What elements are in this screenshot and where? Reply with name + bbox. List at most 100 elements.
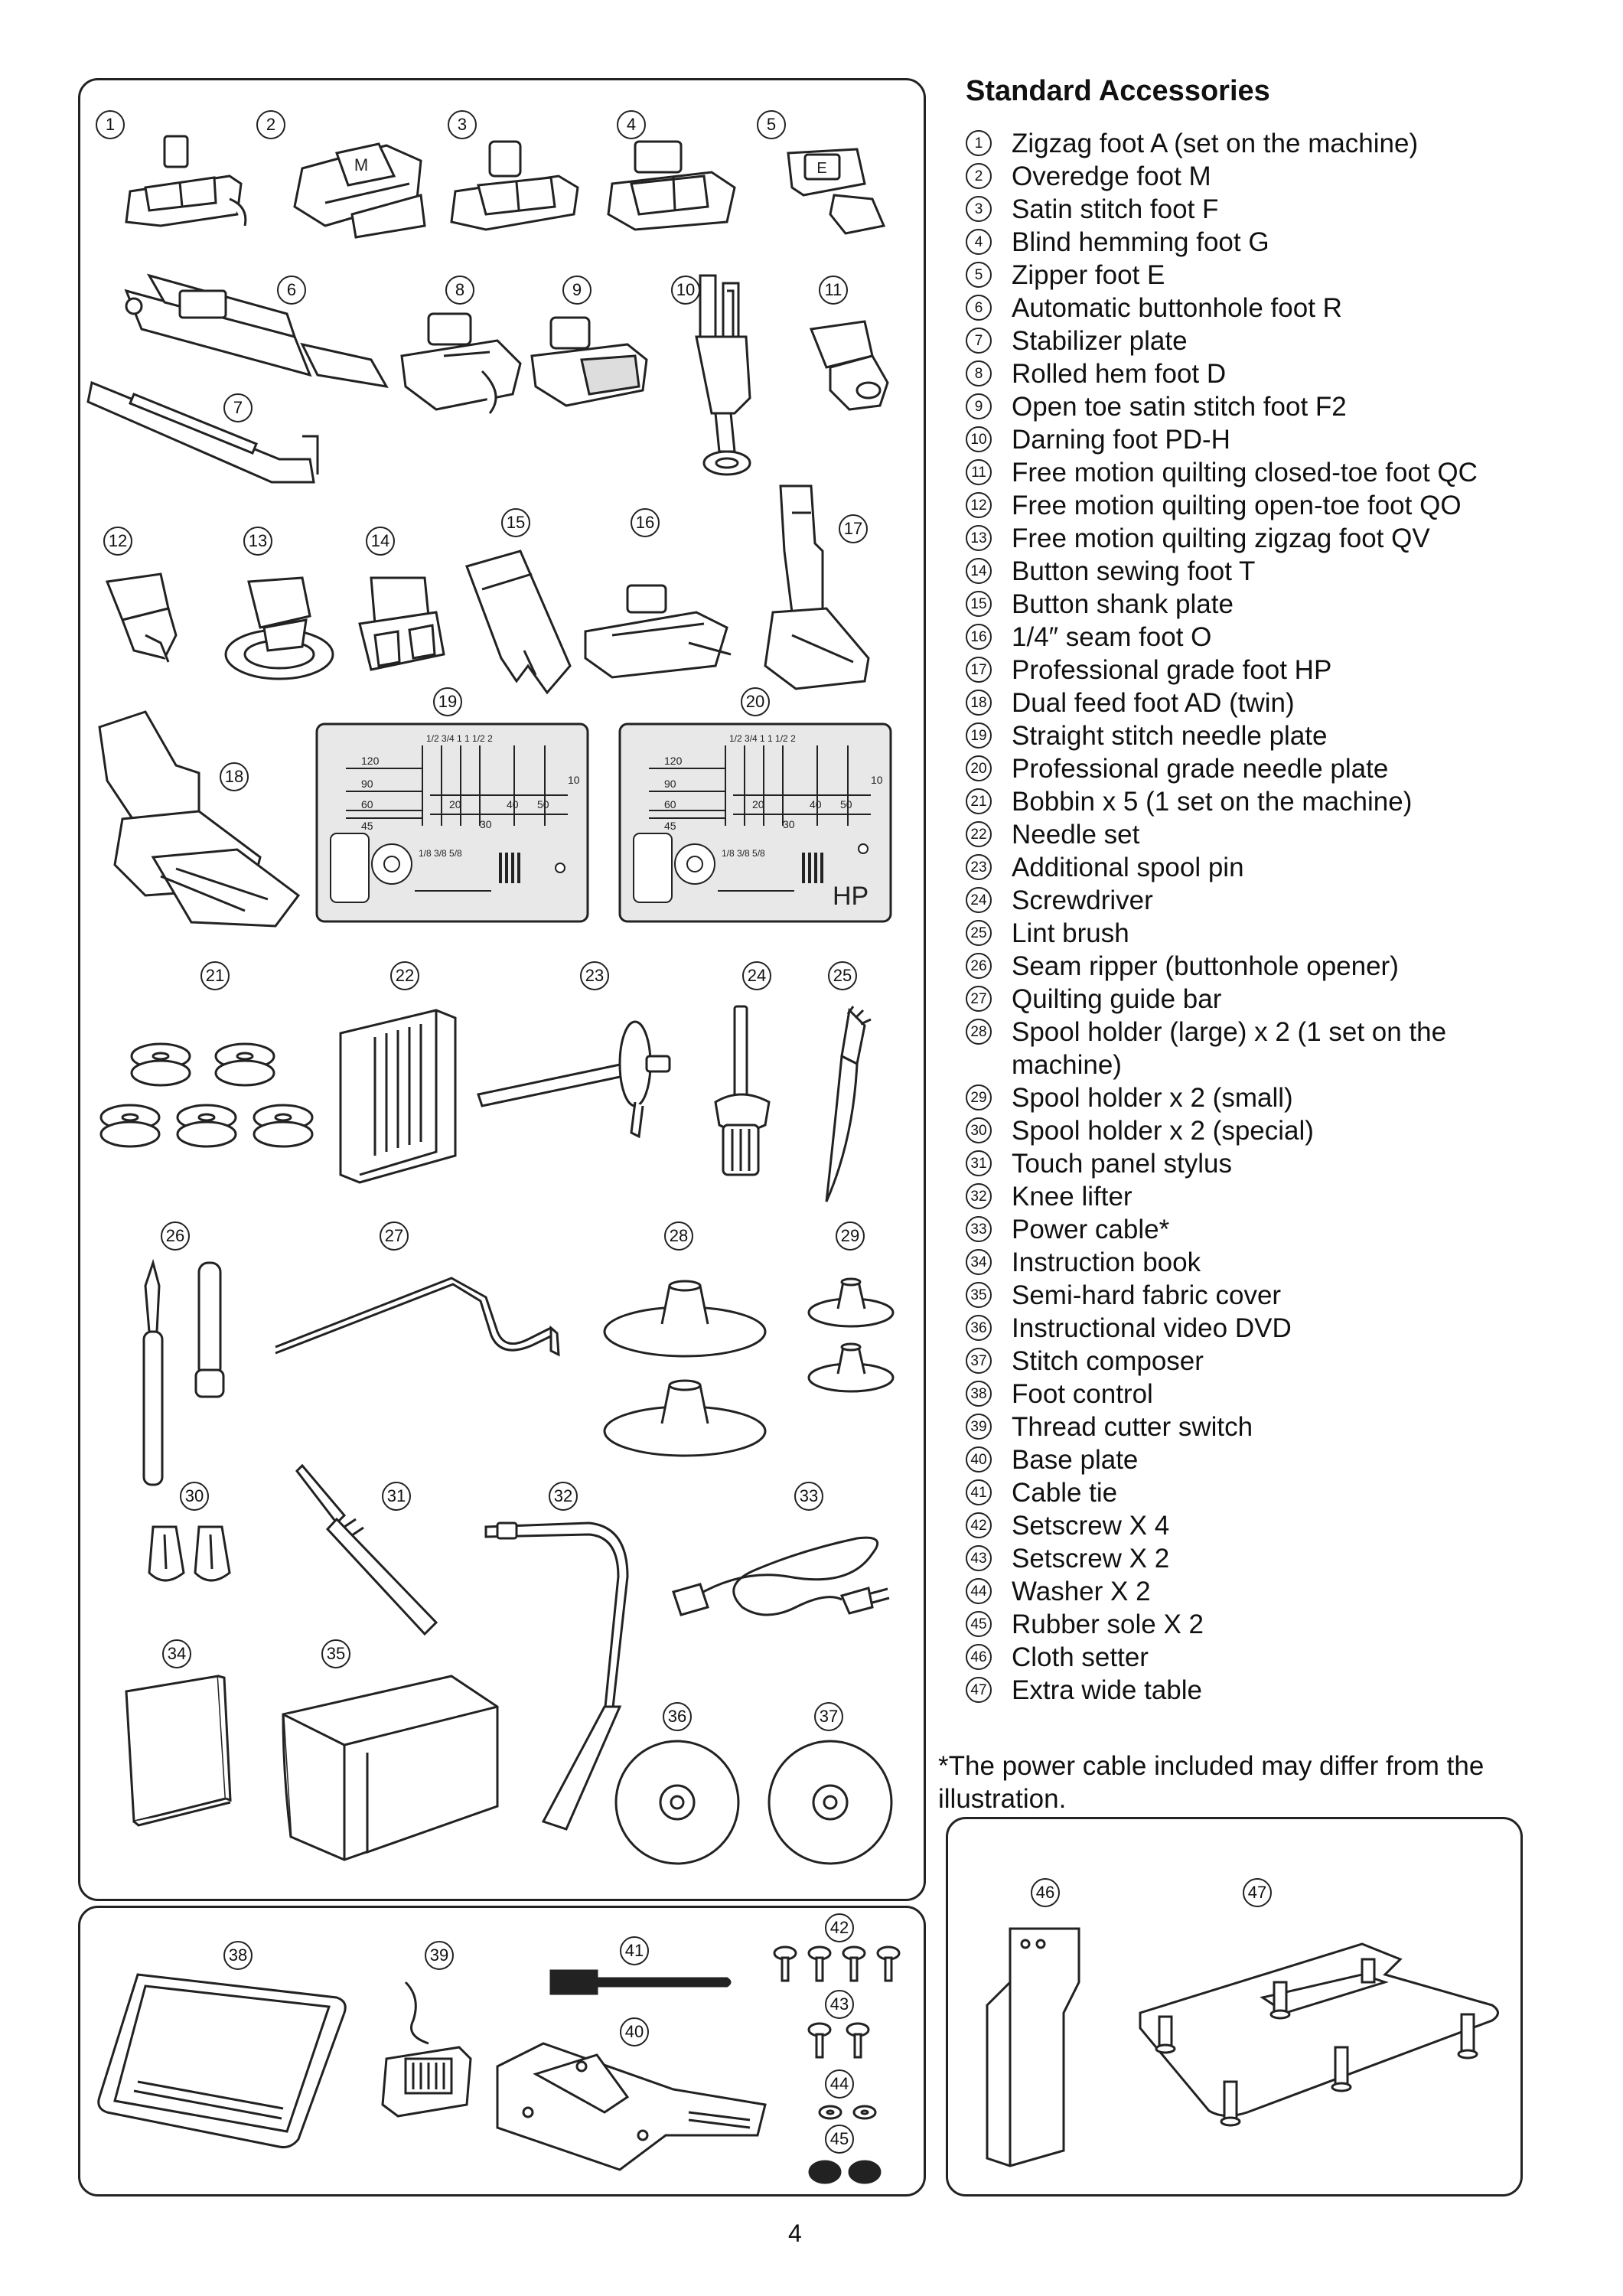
accessory-number: 28 — [966, 1019, 992, 1045]
accessory-number: 34 — [966, 1249, 992, 1275]
accessory-number: 44 — [966, 1578, 992, 1604]
callout-32: 32 — [549, 1482, 578, 1511]
power-cable-illustration — [666, 1523, 903, 1630]
accessory-label: Rubber sole X 2 — [1012, 1609, 1204, 1639]
accessory-number: 40 — [966, 1446, 992, 1473]
accessory-label: Quilting guide bar — [1012, 984, 1222, 1014]
callout-33: 33 — [794, 1482, 823, 1511]
callout-20: 20 — [741, 687, 770, 716]
accessory-item: 6 Automatic buttonhole foot R — [966, 292, 1563, 325]
callout-19: 19 — [433, 687, 462, 716]
page-number: 4 — [788, 2219, 802, 2247]
seam-ripper-illustration — [122, 1255, 245, 1492]
plate-mark-40: 40 — [810, 798, 822, 810]
stabilizer-plate-illustration — [86, 360, 325, 490]
setscrews-x4-illustration — [765, 1944, 911, 1990]
accessory-label: Stitch composer — [1012, 1346, 1204, 1376]
callout-9: 9 — [562, 276, 592, 305]
accessory-number: 19 — [966, 722, 992, 748]
accessory-number: 7 — [966, 328, 992, 354]
callout-29: 29 — [836, 1221, 865, 1251]
rolled-hem-foot-d-illustration — [398, 310, 524, 417]
plate-mark-50: 50 — [840, 798, 852, 810]
accessory-number: 43 — [966, 1545, 992, 1571]
accessory-label: Professional grade foot HP — [1012, 655, 1332, 685]
callout-47: 47 — [1243, 1878, 1272, 1907]
quilting-guide-bar-illustration — [268, 1263, 574, 1378]
spool-holder-small-illustration — [803, 1270, 903, 1408]
accessory-label: Washer X 2 — [1012, 1577, 1151, 1606]
washers-illustration — [811, 2101, 888, 2124]
callout-2: 2 — [256, 110, 285, 139]
overedge-foot-m-illustration: M — [279, 130, 432, 241]
accessory-label: Satin stitch foot F — [1012, 194, 1219, 224]
free-motion-quilting-zigzag-foot-qv-illustration — [222, 570, 344, 685]
callout-34: 34 — [162, 1639, 191, 1668]
foot-control-illustration — [92, 1967, 352, 2151]
accessory-number: 33 — [966, 1216, 992, 1242]
accessory-number: 32 — [966, 1183, 992, 1209]
accessory-label: Rolled hem foot D — [1012, 359, 1227, 389]
plate-mark-90: 90 — [361, 778, 373, 790]
accessory-label: Zigzag foot A (set on the machine) — [1012, 129, 1419, 158]
accessory-label: Automatic buttonhole foot R — [1012, 293, 1342, 323]
plate-mark-small-fractions: 1/8 3/8 5/8 — [722, 848, 765, 859]
callout-37: 37 — [814, 1702, 843, 1731]
spool-holder-large-illustration — [597, 1270, 781, 1469]
callout-41: 41 — [620, 1936, 649, 1965]
accessory-label: Semi-hard fabric cover — [1012, 1280, 1282, 1310]
cloth-setter-illustration — [979, 1921, 1094, 2174]
accessory-label: Spool holder x 2 (special) — [1012, 1116, 1314, 1146]
touch-panel-stylus-illustration — [291, 1454, 459, 1645]
accessory-number: 29 — [966, 1084, 992, 1110]
accessory-number: 23 — [966, 854, 992, 880]
extra-wide-table-illustration — [1133, 1929, 1507, 2143]
callout-13: 13 — [243, 527, 272, 556]
plate-hp-mark: HP — [833, 882, 869, 911]
callout-8: 8 — [445, 276, 474, 305]
plate-mark-30: 30 — [480, 818, 492, 830]
accessory-label: Cloth setter — [1012, 1642, 1149, 1672]
accessory-label: Button shank plate — [1012, 589, 1234, 619]
plate-mark-fractions: 1/2 3/4 1 1 1/2 2 — [426, 733, 493, 744]
professional-grade-foot-hp-illustration — [750, 482, 872, 696]
accessory-label: Touch panel stylus — [1012, 1149, 1232, 1179]
accessory-number: 41 — [966, 1479, 992, 1505]
callout-10: 10 — [671, 276, 700, 305]
accessory-label: Needle set — [1012, 820, 1140, 850]
plate-mark-10: 10 — [568, 774, 580, 786]
accessory-number: 25 — [966, 920, 992, 946]
plate-mark-20: 20 — [449, 798, 461, 810]
plate-mark-60: 60 — [361, 798, 373, 810]
accessory-number: 6 — [966, 295, 992, 321]
accessory-item: 44 Washer X 2 — [966, 1575, 1563, 1608]
instruction-book-illustration — [119, 1668, 233, 1844]
plate-mark-120: 120 — [664, 755, 683, 767]
accessory-label: Cable tie — [1012, 1478, 1118, 1508]
base-plate-illustration — [490, 2036, 773, 2174]
callout-7: 7 — [223, 393, 253, 422]
